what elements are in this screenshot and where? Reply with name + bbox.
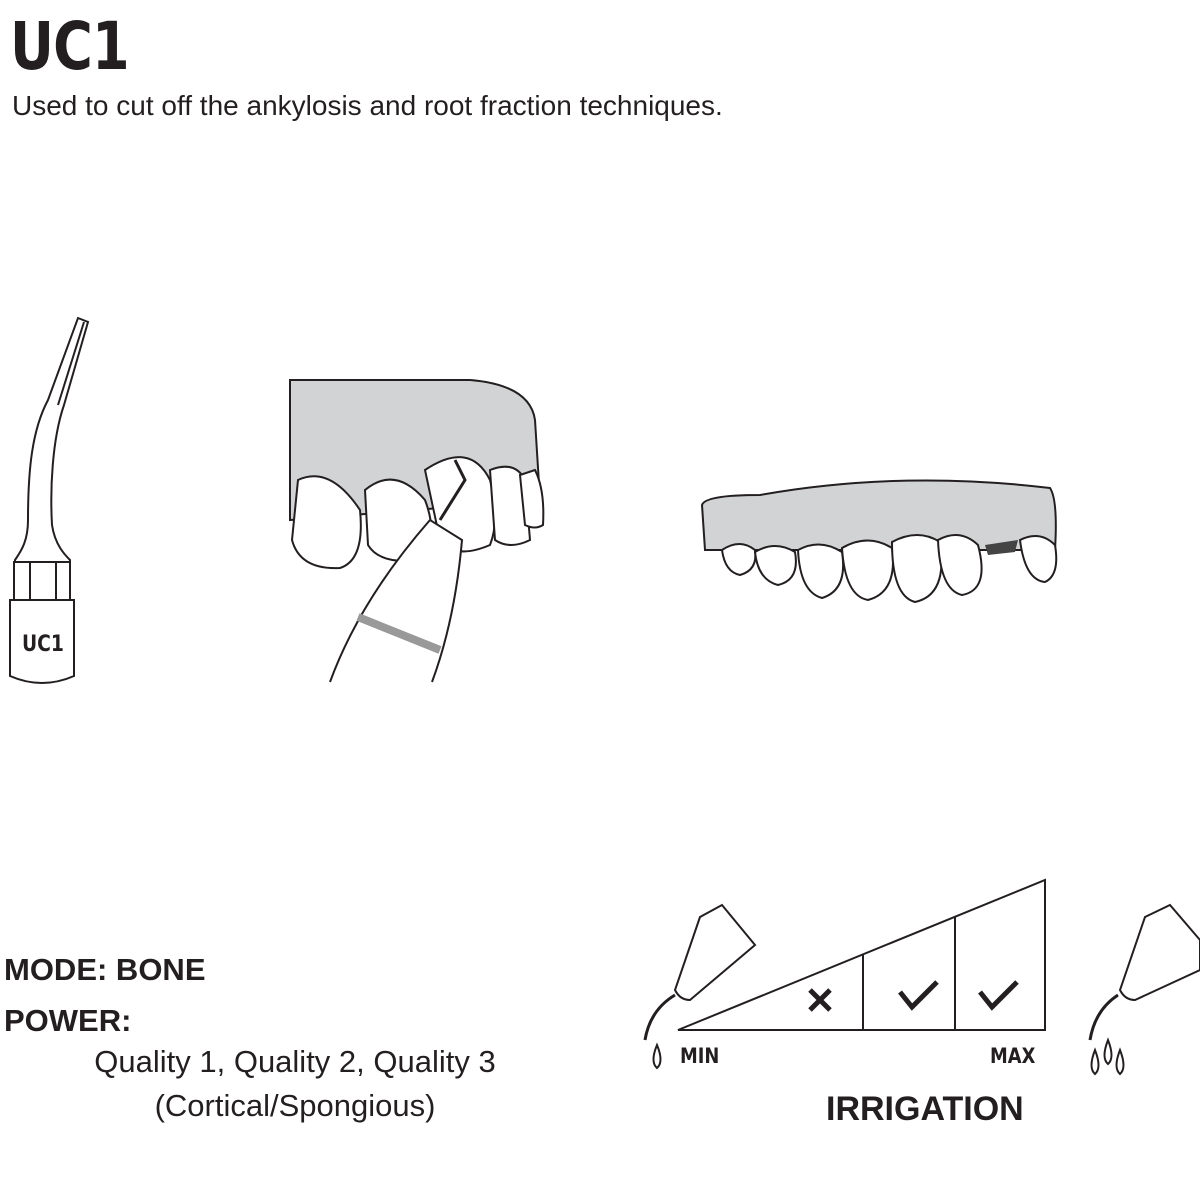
drop-icon [652,1042,662,1070]
irrigation-scale [677,878,1046,1031]
mode-label: MODE: BONE [4,952,206,987]
tip-label: UC1 [22,632,64,657]
irrigation-title: IRRIGATION [826,1090,1024,1128]
irrigation-max-label: MAX [990,1044,1036,1068]
uc1-tip-illustration [9,316,90,684]
cross-icon [808,988,832,1012]
check-icon [898,980,939,1011]
irrigation-min-label: MIN [680,1044,720,1068]
power-note: (Cortical/Spongious) [154,1088,436,1123]
check-icon [978,980,1019,1011]
power-label: POWER: [4,1003,132,1038]
handpiece-max-icon [1088,903,1200,1076]
mouth-tool-illustration [289,379,545,683]
power-values: Quality 1, Quality 2, Quality 3 [94,1044,496,1079]
description: Used to cut off the ankylosis and root f… [12,90,723,121]
handpiece-min-icon [643,903,757,1070]
mouth-result-illustration [700,479,1058,604]
page-title: UC1 [10,8,130,85]
drops-icon [1090,1037,1125,1076]
